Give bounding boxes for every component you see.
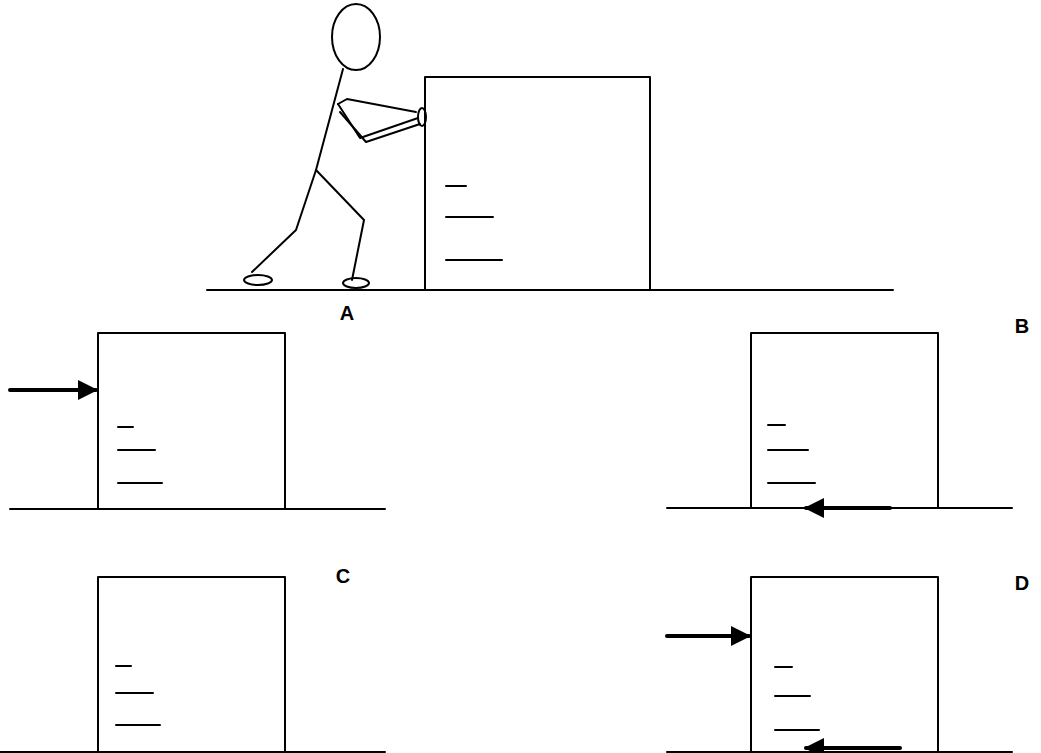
force-arrow	[667, 634, 749, 638]
option-letter: B	[1015, 316, 1029, 336]
crate	[425, 77, 650, 290]
crate	[751, 333, 938, 508]
option-letter: D	[1015, 573, 1029, 593]
force-arrow	[10, 388, 96, 392]
crate	[98, 333, 285, 509]
option-letter: A	[340, 303, 354, 323]
crate	[98, 577, 285, 752]
crate	[751, 577, 938, 752]
friction-arrow	[806, 506, 890, 510]
friction-arrow	[806, 746, 900, 750]
stick-figure	[244, 4, 426, 288]
option-letter: C	[336, 566, 350, 586]
